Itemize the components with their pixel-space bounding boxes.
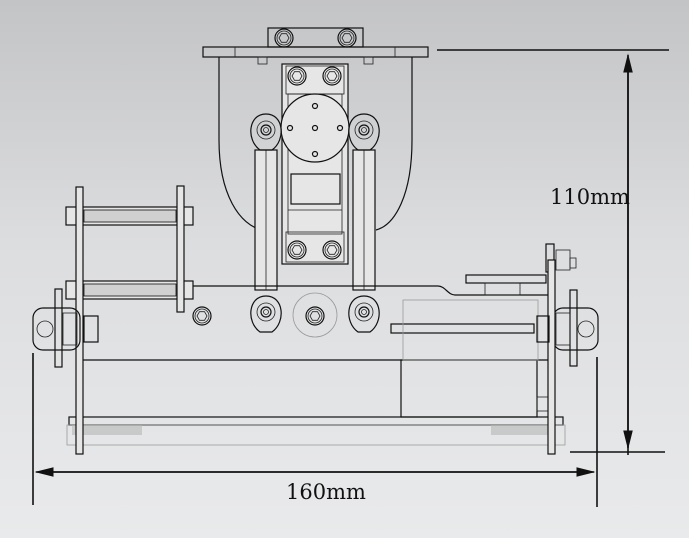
- linkage-rods: [250, 113, 380, 291]
- width-label: 160mm: [286, 480, 366, 504]
- bolt-icon: [337, 28, 357, 48]
- rod-end-icon: [348, 295, 380, 333]
- height-dimension: 110mm: [437, 49, 669, 455]
- height-label: 110mm: [550, 185, 630, 209]
- top-plate: [202, 46, 429, 58]
- head-shell: [218, 57, 413, 231]
- wheel-right: [536, 259, 599, 455]
- servo-label: [290, 173, 341, 205]
- shaft: [390, 323, 535, 334]
- chassis: [66, 285, 566, 446]
- rod-end-icon: [250, 113, 282, 151]
- rod-end-icon: [250, 295, 282, 333]
- head-mount: [202, 27, 429, 231]
- rod-end-icon: [348, 113, 380, 151]
- pulley: [465, 243, 577, 296]
- wheel-left: [32, 288, 99, 368]
- motor-box: [400, 359, 538, 418]
- servo: [280, 63, 350, 265]
- left-spool: [65, 185, 194, 455]
- width-dimension: 160mm: [32, 353, 598, 507]
- bolt-icon: [274, 28, 294, 48]
